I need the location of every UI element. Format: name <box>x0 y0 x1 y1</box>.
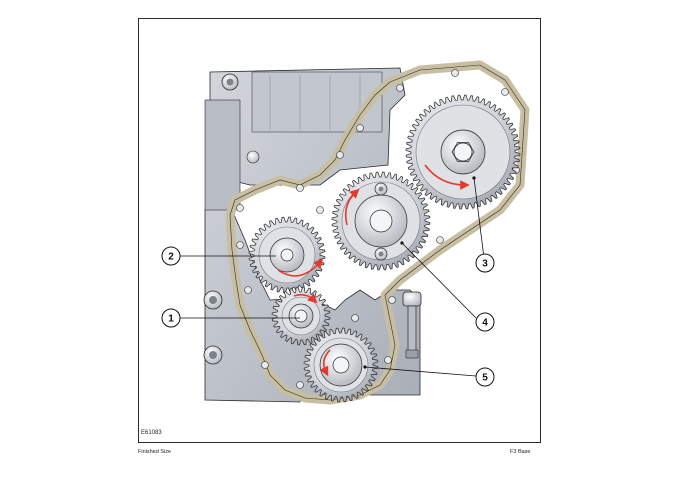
arrow-gear-4 <box>344 188 360 226</box>
callout-3: 3 <box>475 253 495 273</box>
gear-5-oilpump <box>303 327 379 403</box>
leader-dots <box>363 176 476 369</box>
gasket-bolt-holes <box>236 69 520 389</box>
sensor-bolt <box>402 291 422 359</box>
rotation-arrows <box>277 164 470 377</box>
gear-1-crank-bore <box>294 309 308 323</box>
leader-lines <box>180 177 485 377</box>
gear-2-pump-bore <box>280 248 294 262</box>
callout-5: 5 <box>475 367 495 387</box>
gear-3-camshaft <box>405 94 521 210</box>
callout-1: 1 <box>161 308 181 328</box>
block-bolt-left-low <box>203 345 223 365</box>
gear-5-oilpump-bore <box>332 356 350 374</box>
callout-5-label: 5 <box>482 373 488 384</box>
arrow-gear-1 <box>293 293 318 304</box>
figure-code: E61083 <box>141 430 162 436</box>
arrow-gear-5 <box>319 349 331 377</box>
callout-2-label: 2 <box>168 252 174 263</box>
arrow-gear-2 <box>277 258 324 277</box>
callout-1-label: 1 <box>168 314 174 325</box>
callout-2: 2 <box>161 246 181 266</box>
callout-4: 4 <box>475 312 495 332</box>
callout-4-label: 4 <box>482 318 488 329</box>
block-bolt-left-mid <box>203 290 223 310</box>
callout-3-label: 3 <box>482 259 488 270</box>
block-bolt-top-left <box>221 73 239 91</box>
idler-bolt-1 <box>374 182 388 196</box>
arrow-gear-3 <box>424 164 470 190</box>
idler-bolt-2 <box>374 247 388 261</box>
gear-4-idler-bore <box>369 209 393 233</box>
gear-2-pump <box>248 216 326 294</box>
block-boss <box>246 150 260 164</box>
footer-left: Finished Size <box>138 449 172 455</box>
gear-3-camshaft-bore <box>453 142 473 162</box>
footer-right: F3 Base <box>510 449 531 455</box>
